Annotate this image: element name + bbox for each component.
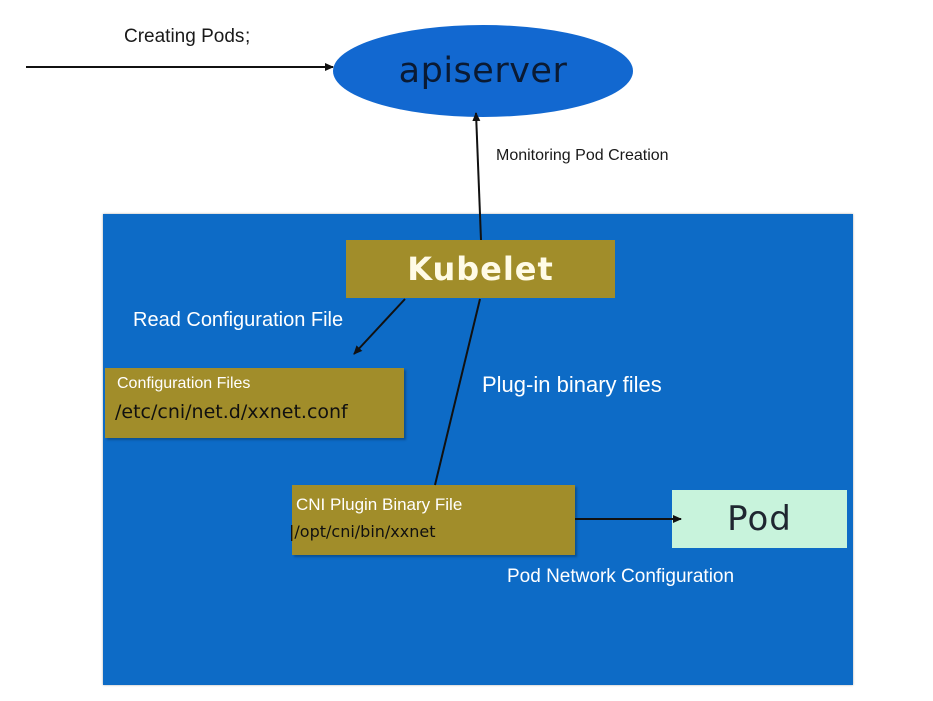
edge-label-creating-pods: Creating Pods	[124, 26, 245, 47]
edge-label-monitoring: Monitoring Pod Creation	[496, 147, 669, 164]
edge-label-plugin-binary: Plug-in binary files	[482, 372, 662, 397]
cni-plugin-box: CNI Plugin Binary File |/opt/cni/bin/xxn…	[289, 485, 575, 555]
apiserver-node: apiserver	[333, 25, 633, 117]
kubelet-node: Kubelet	[346, 240, 615, 298]
edge-label-creating-pods-mark: ;	[245, 26, 251, 47]
pod-node: Pod	[672, 490, 847, 548]
config-files-title: Configuration Files	[117, 375, 251, 392]
apiserver-label: apiserver	[398, 51, 568, 91]
kubelet-label: Kubelet	[407, 250, 554, 288]
cni-plugin-title: CNI Plugin Binary File	[296, 495, 463, 514]
pod-label: Pod	[727, 499, 792, 539]
config-files-path: /etc/cni/net.d/xxnet.conf	[115, 401, 348, 423]
config-files-box: Configuration Files /etc/cni/net.d/xxnet…	[105, 368, 404, 438]
cni-plugin-path: |/opt/cni/bin/xxnet	[289, 522, 436, 541]
edge-label-read-config: Read Configuration File	[133, 309, 344, 331]
edge-label-pod-network: Pod Network Configuration	[507, 566, 735, 587]
